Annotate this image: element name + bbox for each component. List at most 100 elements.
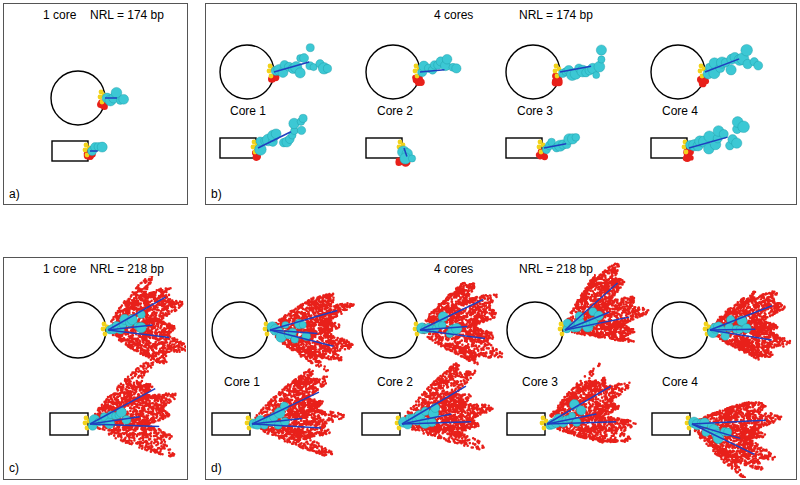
axis-line — [420, 330, 485, 338]
core-circle — [506, 45, 560, 99]
nucleosome-bead — [119, 94, 129, 104]
chromatin-model — [703, 290, 792, 360]
core-circle — [362, 302, 418, 358]
axis-line — [689, 137, 728, 148]
axis-line — [90, 389, 155, 424]
linker-bead — [684, 150, 689, 155]
chromatin-model — [552, 45, 607, 87]
nucleosome-bead — [742, 324, 751, 333]
axis-line — [420, 70, 444, 72]
core-circle — [220, 45, 274, 99]
panel-title: 1 core — [42, 8, 77, 22]
tail-cloud — [254, 368, 345, 456]
core-label: Core 1 — [223, 375, 261, 389]
core-rect — [652, 413, 690, 435]
chromatin-models — [83, 44, 792, 481]
panel-letter: c) — [8, 461, 20, 475]
figure-panel: 4 coresNRL = 218 bpCore 1Core 2Core 3Cor… — [205, 257, 797, 480]
core-circle — [651, 45, 705, 99]
axis-line — [692, 424, 740, 438]
panel-title: NRL = 174 bp — [89, 8, 165, 22]
core-rect — [366, 138, 402, 158]
panel-letter: b) — [210, 187, 223, 201]
axis-line — [710, 330, 772, 340]
axis-line — [252, 392, 319, 424]
panel-title: 4 cores — [433, 8, 474, 22]
core-label: Core 4 — [661, 104, 699, 118]
panel-title: NRL = 218 bp — [518, 262, 594, 276]
core-rect — [50, 413, 88, 435]
chromatin-model — [251, 114, 308, 161]
axis-line — [420, 299, 483, 330]
axis-line — [90, 417, 140, 424]
nucleosome-bead — [122, 415, 131, 424]
axis-line — [547, 386, 611, 424]
axis-line — [404, 148, 407, 156]
nucleosome-bead — [741, 44, 753, 56]
axis-line — [710, 306, 772, 330]
nucleosome-bead — [299, 321, 306, 328]
chromatin-model — [263, 293, 355, 373]
axis-line — [565, 283, 618, 330]
axis-line — [420, 327, 467, 330]
axis-line — [402, 414, 451, 424]
axis-line — [565, 312, 609, 330]
chromatin-model — [396, 140, 416, 167]
nucleosome-bead — [297, 126, 305, 134]
core-label: Core 1 — [229, 104, 267, 118]
chromatin-model — [682, 117, 750, 162]
tail-cluster — [417, 79, 424, 86]
axis-line — [108, 330, 169, 338]
linker-bead — [265, 332, 270, 337]
nucleosome-bead — [452, 64, 461, 73]
core-circle — [51, 71, 105, 125]
nucleosome-bead — [738, 121, 750, 133]
core-label: Core 4 — [661, 375, 699, 389]
linker-bead — [560, 332, 565, 337]
core-rect — [507, 413, 545, 435]
panel-title: 4 cores — [433, 262, 474, 276]
tail-cloud — [272, 293, 355, 373]
tail-cloud — [694, 401, 783, 478]
core-rect — [362, 413, 400, 435]
core-circle — [366, 45, 420, 99]
nucleosome-bead — [732, 138, 742, 148]
axis-line — [692, 420, 766, 424]
tail-cluster — [689, 155, 694, 160]
core-rect — [220, 138, 256, 158]
core-circle — [212, 302, 268, 358]
core-rect — [506, 138, 542, 158]
axis-line — [402, 386, 466, 424]
tail-cluster — [683, 156, 689, 162]
chromatin-model — [267, 44, 332, 83]
axis-line — [705, 59, 739, 72]
chromatin-model — [413, 282, 504, 366]
core-rect — [52, 141, 88, 161]
panel-letter: a) — [8, 187, 21, 201]
nucleosome-bead — [451, 323, 461, 333]
tail-cloud — [404, 362, 494, 450]
axis-line — [270, 330, 333, 346]
tail-cluster — [541, 153, 548, 160]
nucleosome-bead — [593, 72, 600, 79]
panel-letter: d) — [210, 461, 223, 475]
nucleosome-bead — [442, 54, 452, 64]
axis-line — [565, 317, 629, 330]
nucleosome-bead — [596, 45, 606, 55]
axis-line — [710, 328, 755, 330]
chromatin-model — [101, 273, 186, 364]
axis-line — [108, 325, 152, 330]
nucleosome-bead — [104, 418, 114, 428]
axis-line — [692, 424, 754, 454]
panel-title: NRL = 174 bp — [518, 8, 594, 22]
tail-cloud — [110, 273, 186, 364]
axis-line — [90, 424, 159, 426]
nucleosome-bead — [97, 142, 107, 152]
core-label: Core 2 — [376, 375, 414, 389]
axis-line — [258, 132, 291, 148]
panel-title: NRL = 218 bp — [89, 262, 165, 276]
core-outlines — [50, 45, 708, 435]
nucleosome-bead — [598, 56, 605, 63]
